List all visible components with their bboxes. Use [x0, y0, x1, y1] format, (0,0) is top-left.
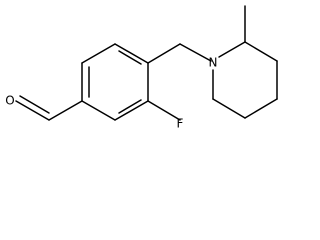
piperidine-ring: [212, 41, 278, 119]
fluorine-bond: [147, 100, 181, 121]
methylene-to-nitrogen-bond: [179, 43, 212, 62]
ring-bond-top: [114, 43, 149, 64]
ring-to-methylene-bond: [147, 43, 181, 64]
oxygen-label: O: [5, 94, 14, 108]
methylene-bridge: [147, 43, 212, 64]
ring-bond-bottom-right-inner: [118, 99, 142, 114]
piperidine-bond-n-c2: [218, 41, 246, 58]
ring-bond-bottom-right: [114, 100, 149, 121]
aldehyde-carbon-bond: [48, 100, 83, 121]
piperidine-bond-c5-c6: [212, 98, 246, 119]
fluorine-label: F: [177, 117, 184, 131]
piperidine-bond-c4-c5: [244, 98, 278, 119]
carbonyl-double-bond-b: [19, 95, 50, 114]
carbonyl-double-bond-a: [15, 100, 50, 121]
ring-bond-bottom-left: [81, 100, 116, 121]
benzene-ring: [81, 43, 149, 121]
ring-bond-top-left: [81, 43, 116, 64]
chemical-structure-diagram: O F N: [5, 5, 278, 131]
ring-bond-top-inner: [118, 50, 142, 65]
piperidine-bond-c2-c3: [244, 41, 278, 62]
aldehyde-group: [15, 95, 83, 121]
nitrogen-label: N: [209, 56, 218, 70]
